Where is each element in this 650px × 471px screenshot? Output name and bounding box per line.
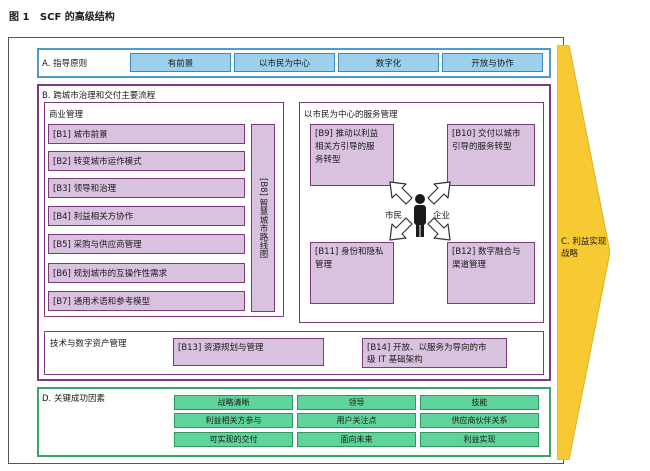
process-b9: [B9] 推动以利益 相关方引导的服 务转型 xyxy=(310,124,394,186)
process-b12: [B12] 数字融合与 渠道管理 xyxy=(447,242,535,304)
process-b1: [B1] 城市前景 xyxy=(48,124,245,144)
principle-2: 以市民为中心 xyxy=(234,53,335,72)
b14-line2: 级 IT 基础架构 xyxy=(367,355,423,365)
factor-6: 供应商伙伴关系 xyxy=(420,413,539,428)
section-c-line1: C. 利益实现 xyxy=(561,237,607,247)
principle-1: 有前景 xyxy=(130,53,231,72)
b12-line2: 渠道管理 xyxy=(452,260,487,270)
principle-3: 数字化 xyxy=(338,53,439,72)
factor-4: 利益相关方参与 xyxy=(174,413,293,428)
process-b5: [B5] 采购与供应商管理 xyxy=(48,234,245,254)
b9-line2: 相关方引导的服 xyxy=(315,142,375,152)
section-c-line2: 战略 xyxy=(561,249,579,259)
citizen-label: 以市民为中心的服务管理 xyxy=(304,110,398,120)
figure-title: 图 1 SCF 的高级结构 xyxy=(9,8,115,23)
figure-label: 图 1 xyxy=(9,12,30,23)
process-b14: [B14] 开放、以服务为导向的市 级 IT 基础架构 xyxy=(362,338,507,368)
factor-9: 利益实现 xyxy=(420,432,539,447)
factor-7: 可实现的交付 xyxy=(174,432,293,447)
factor-8: 面向未来 xyxy=(297,432,416,447)
person-with-arrows-icon xyxy=(389,181,451,241)
b11-line2: 管理 xyxy=(315,260,333,270)
process-b3: [B3] 领导和治理 xyxy=(48,178,245,198)
section-c-label: C. 利益实现 战略 xyxy=(561,236,606,260)
b11-line1: [B11] 身份和隐私 xyxy=(315,247,384,257)
b12-line1: [B12] 数字融合与 xyxy=(452,247,521,257)
process-b7: [B7] 通用术语和参考模型 xyxy=(48,291,245,311)
tech-label: 技术与数字资产管理 xyxy=(50,339,127,349)
b10-line2: 引导的服务转型 xyxy=(452,142,512,152)
business-label: 商业管理 xyxy=(49,110,84,120)
b9-line3: 务转型 xyxy=(315,155,341,165)
process-b4: [B4] 利益相关方协作 xyxy=(48,206,245,226)
benefit-arrow-icon xyxy=(557,45,610,460)
factor-2: 领导 xyxy=(297,395,416,410)
process-b13: [B13] 资源规划与管理 xyxy=(173,338,324,366)
factor-5: 用户关注点 xyxy=(297,413,416,428)
b9-line1: [B9] 推动以利益 xyxy=(315,129,379,139)
figure-title-text: SCF 的高级结构 xyxy=(39,12,115,23)
b10-line1: [B10] 交付以城市 xyxy=(452,129,521,139)
factor-3: 技能 xyxy=(420,395,539,410)
process-b6: [B6] 规划城市的互操作性需求 xyxy=(48,263,245,283)
principle-4: 开放与协作 xyxy=(442,53,543,72)
citizen-word: 市民 xyxy=(385,211,403,221)
process-b8-roadmap: [B8] 智慧城市路线图 xyxy=(251,124,275,312)
section-b-label: B. 跨城市治理和交付主要流程 xyxy=(42,91,156,101)
section-a-label: A. 指导原则 xyxy=(42,59,88,69)
business-word: 企业 xyxy=(433,211,451,221)
process-b10: [B10] 交付以城市 引导的服务转型 xyxy=(447,124,535,186)
factor-1: 战略清晰 xyxy=(174,395,293,410)
process-b11: [B11] 身份和隐私 管理 xyxy=(310,242,394,304)
roadmap-label: [B8] 智慧城市路线图 xyxy=(258,177,268,259)
process-b2: [B2] 转变城市运作模式 xyxy=(48,151,245,171)
b14-line1: [B14] 开放、以服务为导向的市 xyxy=(367,343,487,353)
section-d-label: D. 关键成功因素 xyxy=(42,394,105,404)
